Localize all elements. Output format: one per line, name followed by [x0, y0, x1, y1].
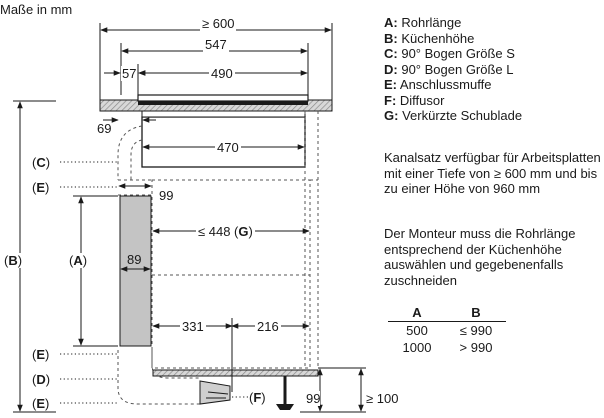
callout-paren: ): [45, 155, 51, 170]
callout-letter: B: [8, 253, 18, 268]
dim-600: ≥ 600: [200, 16, 237, 31]
callout-letter: F: [253, 390, 262, 405]
callout-letter: A: [73, 253, 83, 268]
legend-key: E:: [384, 77, 397, 92]
callout-paren: ): [45, 372, 51, 387]
callout-letter: D: [36, 372, 46, 387]
callout-paren: (: [32, 155, 37, 170]
table-cell-b: > 990: [459, 340, 493, 355]
note-monteur: Der Monteur muss die Rohrlänge entsprech…: [384, 226, 576, 288]
table-header-a: A: [388, 304, 446, 322]
legend-text: Verkürzte Schublade: [402, 108, 523, 123]
pipe-a: [119, 195, 152, 347]
callout-d: (D): [32, 372, 50, 387]
callout-paren: (: [32, 347, 37, 362]
callout-paren: ): [45, 347, 50, 362]
pipe-length-table: A B 500 ≤ 990 1000 > 990: [388, 304, 506, 356]
callout-paren: (: [32, 372, 37, 387]
dim-331: 331: [180, 319, 206, 334]
legend-text: Anschlussmuffe: [399, 77, 492, 92]
callout-paren: ): [17, 253, 23, 268]
dim-448-g: G: [238, 224, 249, 239]
legend-item-c: C: 90° Bogen Größe S: [384, 46, 522, 62]
callout-paren: ): [261, 390, 266, 405]
legend-item-g: G: Verkürzte Schublade: [384, 108, 522, 124]
plinth: [152, 369, 319, 410]
note-kanalsatz: Kanalsatz verfügbar für Arbeitsplatten m…: [384, 150, 601, 196]
callout-letter: E: [36, 396, 46, 411]
table-row: 1000 > 990: [388, 339, 506, 356]
legend: A: Rohrlänge B: Küchenhöhe C: 90° Bogen …: [384, 15, 522, 124]
legend-item-b: B: Küchenhöhe: [384, 31, 522, 47]
callout-paren: (: [69, 253, 74, 268]
legend-item-e: E: Anschlussmuffe: [384, 77, 522, 93]
callout-leaders: [60, 161, 248, 404]
callout-paren: (: [32, 180, 37, 195]
dim-100: ≥ 100: [366, 391, 399, 406]
legend-text: 90° Bogen Größe L: [401, 61, 514, 77]
table-header-row: A B: [388, 304, 506, 322]
dim-57: 57: [121, 66, 138, 81]
legend-text: Rohrlänge: [401, 15, 462, 30]
diffusor: [199, 380, 231, 405]
dim-448-close: ): [248, 224, 253, 239]
legend-key: C:: [384, 46, 398, 61]
legend-item-d: D: 90° Bogen Größe L: [384, 62, 522, 78]
callout-b: (B): [4, 253, 23, 268]
dim-448-value: ≤ 448 (: [198, 224, 239, 239]
dim-547: 547: [203, 37, 229, 52]
callout-paren: ): [45, 180, 50, 195]
dim-69: 69: [97, 121, 112, 136]
callout-e-middle: (E): [32, 347, 49, 362]
callout-c: (C): [32, 155, 50, 170]
legend-key: A:: [384, 15, 398, 30]
dimension-lines: [13, 23, 366, 413]
dim-99-vertical: 99: [306, 391, 321, 406]
legend-key: B:: [384, 30, 398, 46]
legend-key: G:: [384, 108, 399, 123]
callout-letter: C: [36, 155, 46, 170]
dim-216: 216: [255, 319, 281, 334]
dim-89: 89: [127, 252, 142, 267]
legend-key: D:: [384, 61, 398, 77]
cabinet-outline: [151, 111, 319, 369]
legend-text: 90° Bogen Größe S: [401, 46, 515, 61]
table-cell-a: 1000: [402, 340, 432, 355]
dim-470: 470: [215, 140, 241, 155]
table-cell-a: 500: [406, 323, 428, 338]
legend-item-f: F: Diffusor: [384, 93, 522, 109]
callout-paren: (: [32, 396, 37, 411]
callout-a: (A): [69, 253, 88, 268]
legend-key: F:: [384, 92, 397, 108]
legend-text: Diffusor: [399, 92, 445, 108]
callout-paren: ): [45, 396, 50, 411]
callout-paren: (: [249, 390, 254, 405]
callout-f: (F): [249, 390, 266, 405]
table-header-b: B: [446, 304, 506, 322]
legend-item-a: A: Rohrlänge: [384, 15, 522, 31]
callout-paren: ): [82, 253, 88, 268]
callout-letter: E: [36, 180, 46, 195]
dim-99-horizontal: 99: [159, 188, 174, 203]
dim-490: 490: [209, 66, 235, 81]
callout-e-bottom: (E): [32, 396, 49, 411]
hob-body: [141, 110, 306, 168]
callout-e-top: (E): [32, 180, 49, 195]
table-cell-b: ≤ 990: [459, 323, 493, 338]
callout-letter: E: [36, 347, 46, 362]
units-header: Maße in mm: [0, 2, 73, 17]
callout-paren: (: [4, 253, 9, 268]
table-row: 500 ≤ 990: [388, 322, 506, 340]
dim-448: ≤ 448 (G): [196, 224, 255, 239]
cooktop: [137, 94, 309, 105]
legend-text: Küchenhöhe: [401, 30, 475, 46]
